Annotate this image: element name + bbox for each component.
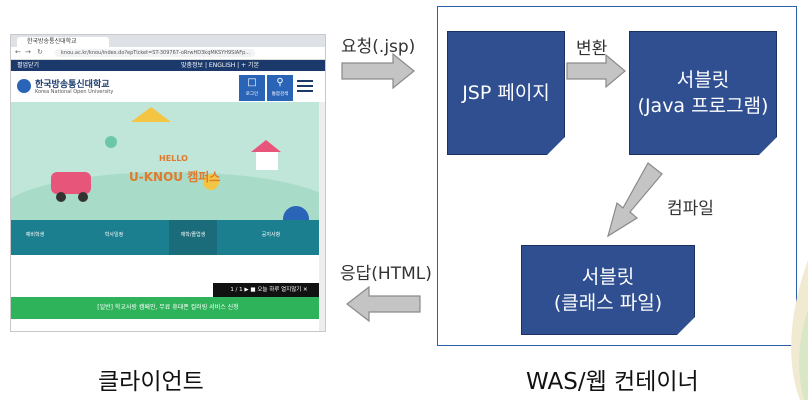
java-program-label: (Java 프로그램) — [637, 95, 769, 117]
university-name[interactable]: 한국방송통신대학교 — [35, 80, 110, 90]
class-file-label: (클래스 파일) — [553, 292, 663, 314]
container-caption: WAS/웹 컨테이너 — [526, 369, 699, 395]
scrollbar[interactable] — [319, 102, 325, 331]
nav-item-notices[interactable]: 공지사항 — [217, 220, 325, 255]
search-button[interactable]: ⚲ 통합검색 — [267, 75, 293, 101]
back-icon[interactable]: ← — [15, 48, 21, 56]
banner-illustration — [11, 107, 325, 232]
nav-label: 공지사항 — [261, 232, 281, 238]
nav-label: 예비학생 — [25, 232, 45, 238]
nav-item-schedule[interactable]: 학사일정 — [59, 220, 169, 255]
compile-label: 컴파일 — [667, 199, 714, 219]
site-top-bar: 펼업닫기 맞춤정보 | ENGLISH | + 기본 — [11, 60, 325, 71]
response-label: 응답(HTML) — [340, 264, 432, 284]
servlet-java-box: 서블릿 (Java 프로그램) — [629, 31, 778, 156]
search-label: 통합검색 — [271, 92, 289, 97]
compile-arrow — [607, 162, 663, 238]
servlet-label: 서블릿 — [676, 69, 730, 91]
nav-item-students[interactable]: 재학/졸업생 — [169, 220, 217, 255]
login-label: 로그인 — [245, 92, 259, 97]
banner-title: U-KNOU 캠퍼스 — [129, 170, 221, 184]
response-arrow — [346, 285, 421, 323]
jsp-page-label: JSP 페이지 — [462, 82, 550, 104]
popup-control-bar[interactable]: 1 / 1 ▶ ■ 오늘 하루 열지않기 ✕ — [213, 283, 325, 297]
jsp-page-box: JSP 페이지 — [447, 31, 566, 156]
url-field[interactable]: knou.ac.kr/knou/index.do?epTicket=ST-309… — [55, 49, 255, 57]
university-subtitle: Korea National Open University — [35, 89, 114, 95]
page-fold-icon — [758, 136, 778, 156]
client-caption: 클라이언트 — [98, 369, 204, 395]
topbar-left-link[interactable]: 펼업닫기 — [17, 62, 40, 69]
reload-icon[interactable]: ↻ — [37, 48, 43, 56]
convert-label: 변환 — [576, 39, 608, 59]
nav-label: 학사일정 — [104, 232, 124, 238]
browser-tab-bar: 한국방송통신대학교 — [11, 35, 325, 47]
forward-icon[interactable]: → — [25, 48, 31, 56]
request-arrow — [341, 52, 415, 90]
university-logo-icon — [17, 79, 31, 93]
servlet-label: 서블릿 — [581, 266, 635, 288]
topbar-right-links[interactable]: 맞춤정보 | ENGLISH | + 기본 — [181, 62, 260, 69]
page-fold-icon — [676, 316, 696, 336]
notice-bar[interactable]: [일반] 학교사랑 캠페인, 무료 휴대폰 컬러링 서비스 신청 — [11, 297, 325, 319]
login-button[interactable]: □ 로그인 — [239, 75, 265, 101]
page-fold-icon — [546, 136, 566, 156]
was-container-frame — [437, 6, 797, 346]
browser-tab[interactable]: 한국방송통신대학교 — [17, 37, 109, 47]
banner-hello: HELLO — [159, 154, 188, 163]
nav-item-prospective[interactable]: 예비학생 — [11, 220, 59, 255]
servlet-class-box: 서블릿 (클래스 파일) — [521, 245, 696, 336]
main-banner[interactable]: HELLO U-KNOU 캠퍼스 공지사항 — [11, 102, 325, 232]
decorative-swoosh — [791, 260, 808, 400]
quick-nav: 예비학생 학사일정 재학/졸업생 공지사항 — [11, 220, 325, 255]
search-icon: ⚲ — [276, 77, 284, 88]
menu-icon[interactable] — [297, 80, 313, 92]
lock-icon: □ — [247, 77, 257, 88]
client-browser-screenshot: 한국방송통신대학교 ← → ↻ knou.ac.kr/knou/index.do… — [10, 34, 326, 332]
browser-address-bar: ← → ↻ knou.ac.kr/knou/index.do?epTicket=… — [11, 47, 325, 60]
request-label: 요청(.jsp) — [341, 37, 416, 57]
convert-arrow — [566, 53, 626, 89]
nav-label: 재학/졸업생 — [180, 232, 206, 238]
site-header: 한국방송통신대학교 Korea National Open University… — [11, 71, 325, 104]
